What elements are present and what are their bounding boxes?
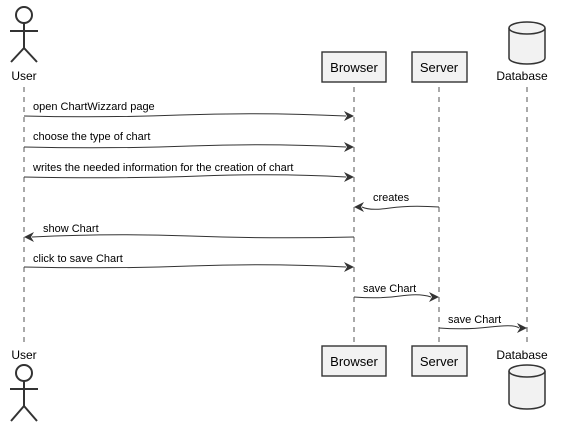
message-label: show Chart <box>43 223 99 235</box>
browser-participant-top: Browser <box>321 51 387 83</box>
message-8: save Chart <box>438 314 527 333</box>
browser-label-top: Browser <box>330 60 378 75</box>
database-label-top: Database <box>496 69 548 83</box>
server-participant-top: Server <box>411 51 468 83</box>
message-3: writes the needed information for the cr… <box>23 162 354 182</box>
message-2: choose the type of chart <box>23 131 354 152</box>
server-participant-bottom: Server <box>411 345 468 377</box>
message-label: save Chart <box>363 283 416 295</box>
message-label: creates <box>373 192 410 204</box>
user-actor-icon <box>10 6 38 63</box>
message-4: creates <box>354 192 440 212</box>
message-1: open ChartWizzard page <box>23 101 354 121</box>
message-label: choose the type of chart <box>33 131 150 143</box>
user-label-top: User <box>11 69 36 83</box>
user-label-bottom: User <box>11 348 36 362</box>
message-label: open ChartWizzard page <box>33 101 155 113</box>
database-icon-top <box>508 21 546 65</box>
user-actor-icon <box>10 364 38 422</box>
database-icon-bottom <box>508 364 546 410</box>
message-6: click to save Chart <box>23 253 354 272</box>
database-label-bottom: Database <box>496 348 548 362</box>
message-label: save Chart <box>448 314 501 326</box>
message-5: show Chart <box>24 223 355 242</box>
message-7: save Chart <box>353 283 439 302</box>
server-label-bottom: Server <box>420 354 459 369</box>
browser-label-bottom: Browser <box>330 354 378 369</box>
browser-participant-bottom: Browser <box>321 345 387 377</box>
server-label-top: Server <box>420 60 459 75</box>
message-label: click to save Chart <box>33 253 123 265</box>
message-label: writes the needed information for the cr… <box>32 162 293 174</box>
